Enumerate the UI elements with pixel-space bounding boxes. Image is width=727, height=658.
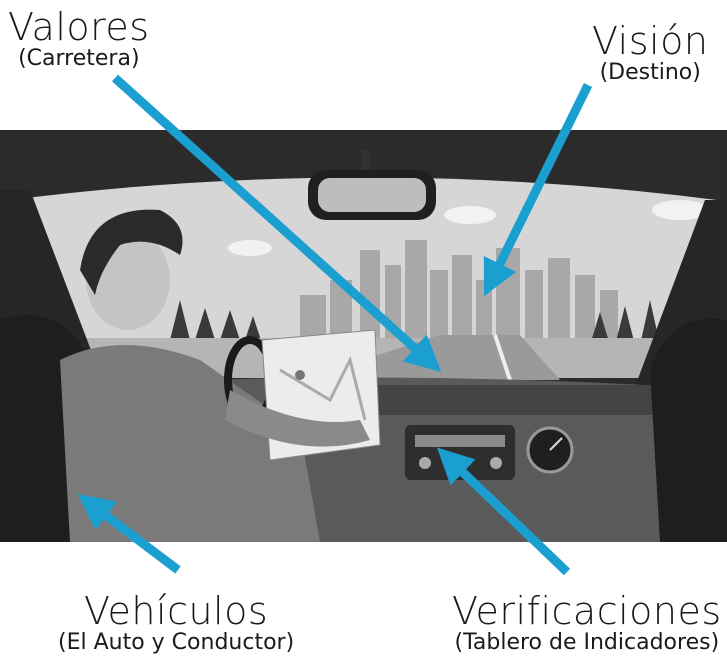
label-valores: Valores (Carretera): [8, 8, 150, 70]
label-vehiculos-title: Vehículos: [84, 589, 269, 633]
cloud: [444, 206, 496, 224]
label-verificaciones: Verificaciones (Tablero de Indicadores): [452, 592, 722, 654]
radio-panel: [405, 425, 515, 480]
car-interior-illustration: [0, 130, 727, 542]
label-vision-subtitle: (Destino): [599, 60, 701, 85]
label-vision-title: Visión: [592, 19, 709, 63]
cloud: [228, 240, 272, 256]
label-valores-subtitle: (Carretera): [18, 46, 140, 71]
label-vehiculos: Vehículos (El Auto y Conductor): [58, 592, 294, 654]
label-vehiculos-subtitle: (El Auto y Conductor): [58, 630, 295, 655]
label-valores-title: Valores: [8, 5, 150, 49]
dashboard-top: [330, 385, 660, 415]
label-vision: Visión (Destino): [592, 22, 708, 84]
driver-arm: [225, 390, 370, 447]
label-verificaciones-title: Verificaciones: [452, 589, 722, 633]
label-verificaciones-subtitle: (Tablero de Indicadores): [454, 630, 720, 655]
passenger-seat: [650, 318, 727, 542]
rear-view-mirror-stem: [362, 150, 370, 172]
driver-body: [60, 345, 320, 542]
cloud: [652, 200, 708, 220]
